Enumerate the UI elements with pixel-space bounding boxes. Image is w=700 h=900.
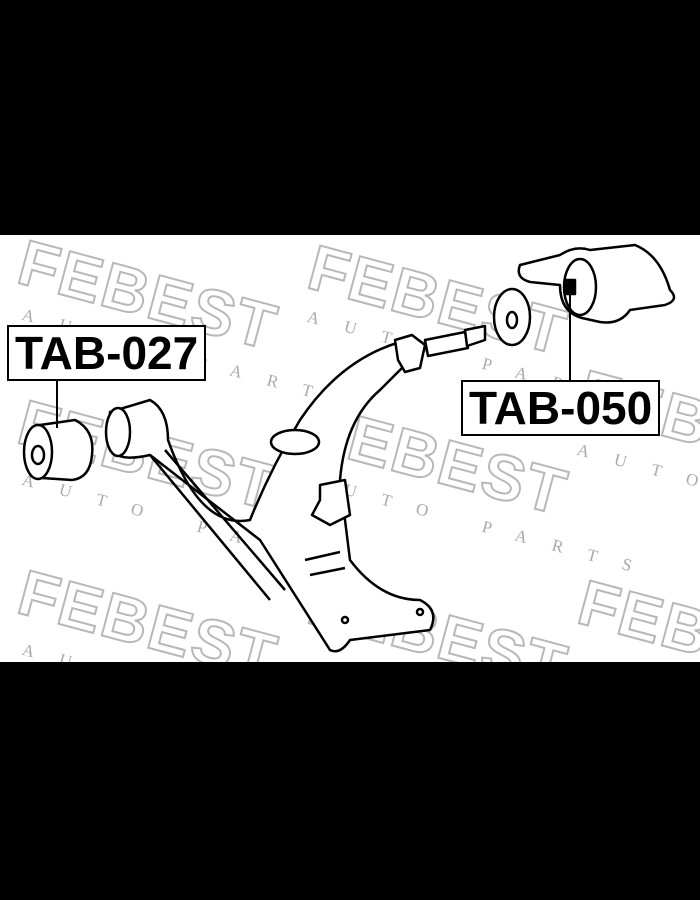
part-label-tab-050: TAB-050 (461, 380, 661, 436)
control-arm (104, 324, 487, 653)
bushing-tab-050 (517, 243, 676, 324)
control-arm-drawing (22, 243, 676, 653)
washer (492, 287, 532, 347)
bushing-tab-027 (22, 418, 94, 482)
parts-diagram: FEBEST AUTO PARTS FEBEST AUTO PARTS FEBE… (0, 235, 700, 662)
part-label-tab-027: TAB-027 (7, 325, 207, 381)
